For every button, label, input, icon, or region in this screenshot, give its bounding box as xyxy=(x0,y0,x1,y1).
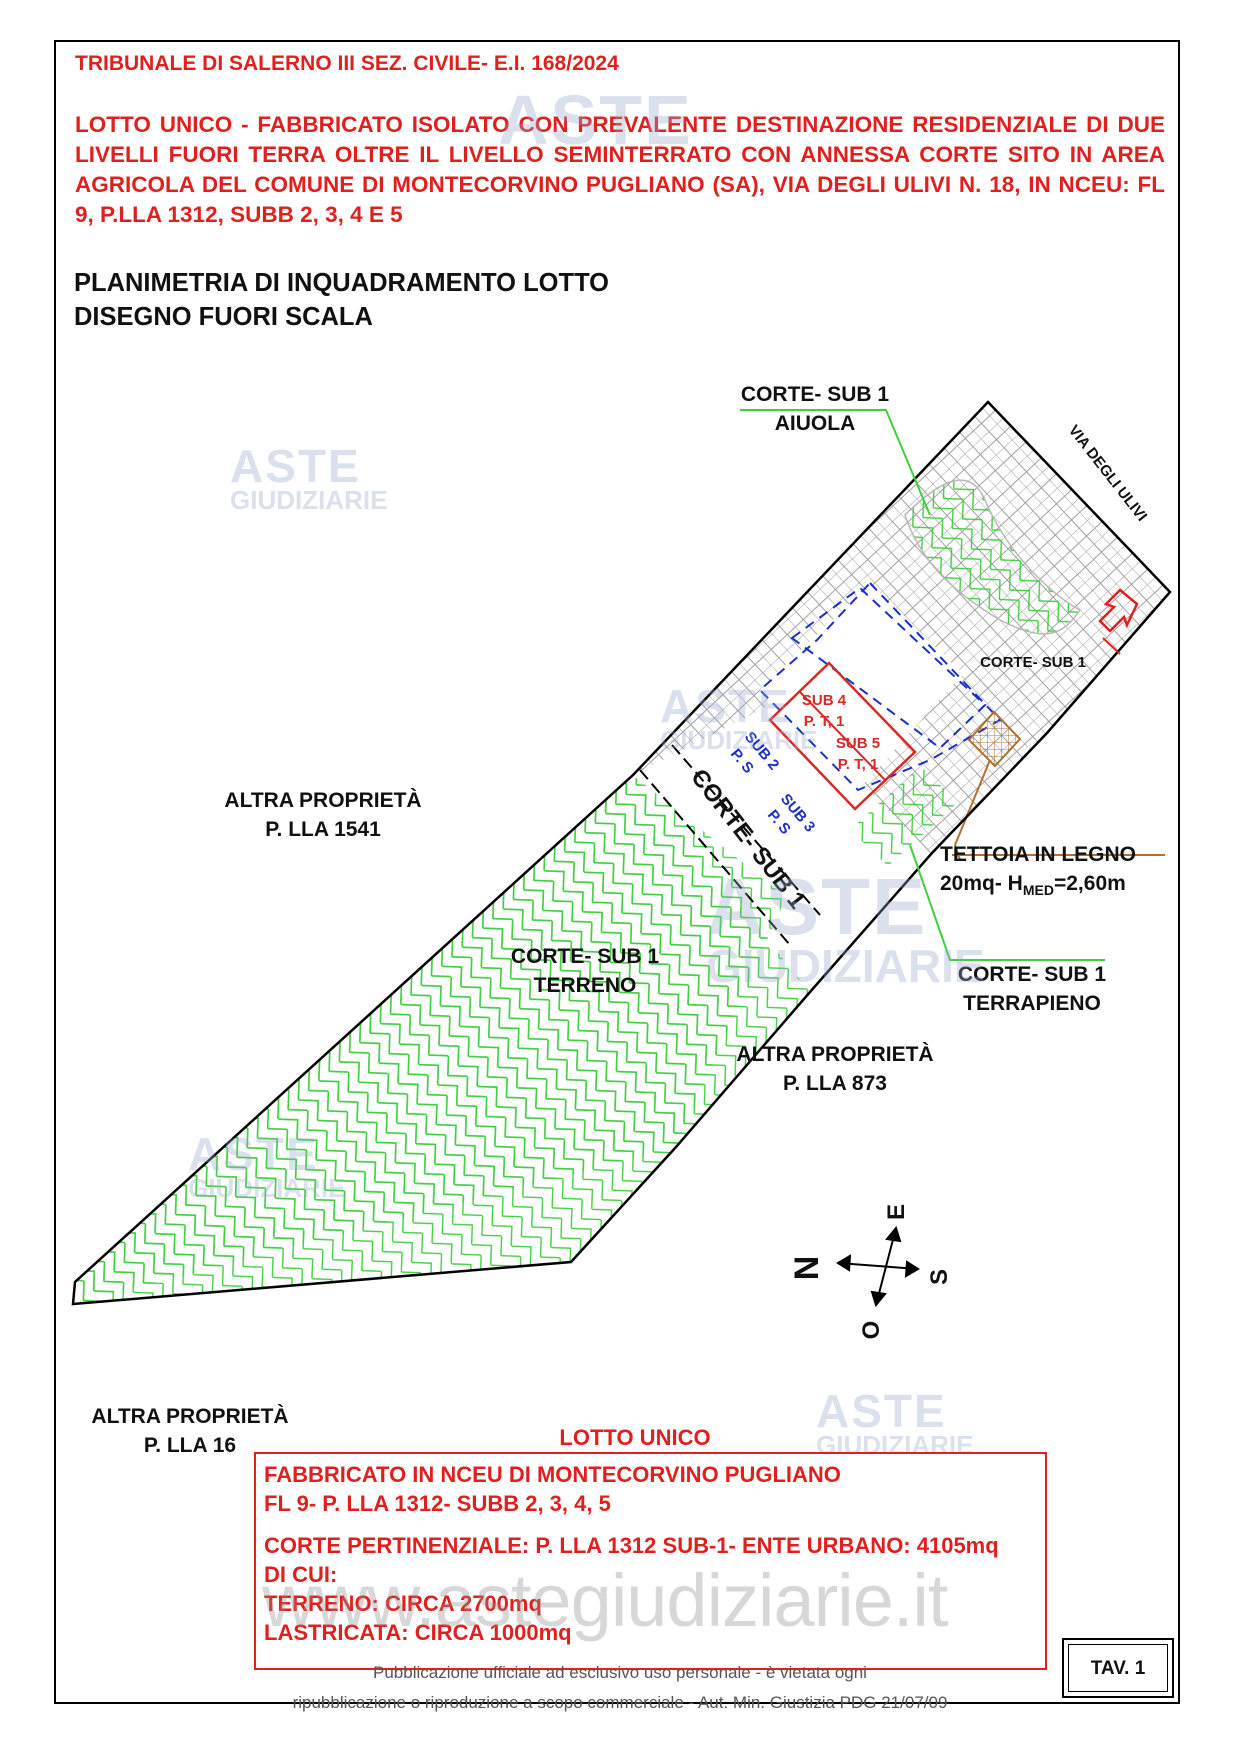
aiuola-area xyxy=(904,479,1082,635)
corte-small-label: CORTE- SUB 1 xyxy=(980,654,1086,671)
lotto-line-2: FL 9- P. LLA 1312- SUBB 2, 3, 4, 5 xyxy=(264,1491,611,1516)
lotto-summary-box: FABBRICATO IN NCEU DI MONTECORVINO PUGLI… xyxy=(254,1452,1047,1670)
compass-s: S xyxy=(926,1269,953,1285)
access-arrow-icon xyxy=(1098,588,1139,633)
lotto-unico-title: LOTTO UNICO xyxy=(559,1425,711,1450)
footer-line-2: ripubblicazione o riproduzione a scopo c… xyxy=(292,1693,948,1712)
lot-boundary xyxy=(71,400,1172,1306)
aiuola-leader-line xyxy=(740,409,931,516)
lot-description: LOTTO UNICO - FABBRICATO ISOLATO CON PRE… xyxy=(75,112,1165,227)
watermark-url: www.astegiudiziarie.it xyxy=(262,1559,948,1642)
tav-box: TAV. 1 xyxy=(1062,1638,1174,1698)
tribunal-header: TRIBUNALE DI SALERNO III SEZ. CIVILE- E.… xyxy=(75,52,619,75)
footer-line-1: Pubblicazione ufficiale ad esclusivo uso… xyxy=(373,1663,867,1682)
compass-n: N xyxy=(788,1256,826,1281)
terrapieno-leader-line xyxy=(909,844,1105,961)
sub-4-5-outline xyxy=(768,661,917,811)
plan-title: PLANIMETRIA DI INQUADRAMENTO LOTTO xyxy=(74,269,610,297)
lotto-line-6: LASTRICATA: CIRCA 1000mq xyxy=(264,1620,572,1645)
corte-boundary-dashed xyxy=(639,769,791,946)
scale-note: DISEGNO FUORI SCALA xyxy=(74,303,373,331)
tav-label: TAV. 1 xyxy=(1068,1644,1168,1692)
terrapieno-area xyxy=(850,766,958,866)
lotto-line-3: CORTE PERTINENZIALE: P. LLA 1312 SUB-1- … xyxy=(264,1533,999,1558)
lotto-line-5: TERRENO: CIRCA 2700mq xyxy=(264,1591,542,1616)
tettoia-area xyxy=(967,710,1022,768)
lotto-line-1: FABBRICATO IN NCEU DI MONTECORVINO PUGLI… xyxy=(264,1462,841,1487)
compass-e: E xyxy=(883,1204,910,1220)
tettoia-label: TETTOIA IN LEGNO 20mq- HMED=2,60m xyxy=(940,843,1137,899)
compass-rose xyxy=(836,1225,920,1308)
lotto-line-4: DI CUI: xyxy=(264,1562,338,1587)
compass-o: O xyxy=(858,1321,885,1340)
drawing-frame xyxy=(54,40,1180,1704)
